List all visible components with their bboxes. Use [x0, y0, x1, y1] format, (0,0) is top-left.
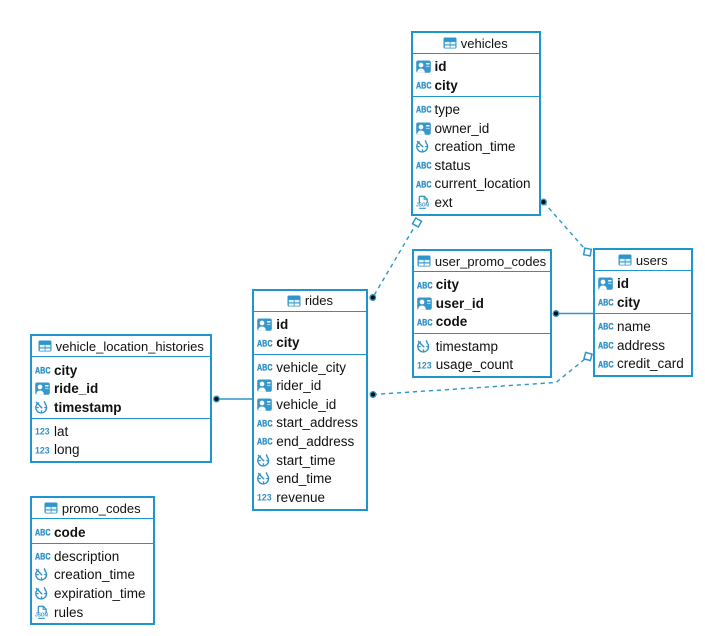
svg-text:ABC: ABC	[598, 341, 614, 349]
svg-text:123: 123	[417, 361, 432, 369]
svg-text:ABC: ABC	[257, 339, 273, 347]
svg-text:ABC: ABC	[416, 81, 432, 89]
svg-text:ABC: ABC	[416, 105, 432, 113]
svg-text:ABC: ABC	[257, 437, 273, 445]
svg-text:123: 123	[257, 493, 272, 501]
svg-text:ABC: ABC	[417, 281, 433, 289]
svg-text:123: 123	[35, 427, 50, 435]
svg-text:ABC: ABC	[416, 180, 432, 188]
svg-text:ABC: ABC	[35, 528, 51, 536]
svg-text:ABC: ABC	[35, 552, 51, 560]
svg-text:ABC: ABC	[598, 360, 614, 368]
svg-text:ABC: ABC	[417, 318, 433, 326]
svg-text:ABC: ABC	[35, 366, 51, 374]
svg-text:ABC: ABC	[416, 161, 432, 169]
svg-text:ABC: ABC	[257, 419, 273, 427]
svg-text:ABC: ABC	[598, 298, 614, 306]
svg-text:JSON: JSON	[416, 203, 429, 209]
svg-text:ABC: ABC	[598, 322, 614, 330]
svg-text:JSON: JSON	[35, 613, 48, 619]
svg-text:123: 123	[35, 446, 50, 454]
svg-text:ABC: ABC	[257, 363, 273, 371]
